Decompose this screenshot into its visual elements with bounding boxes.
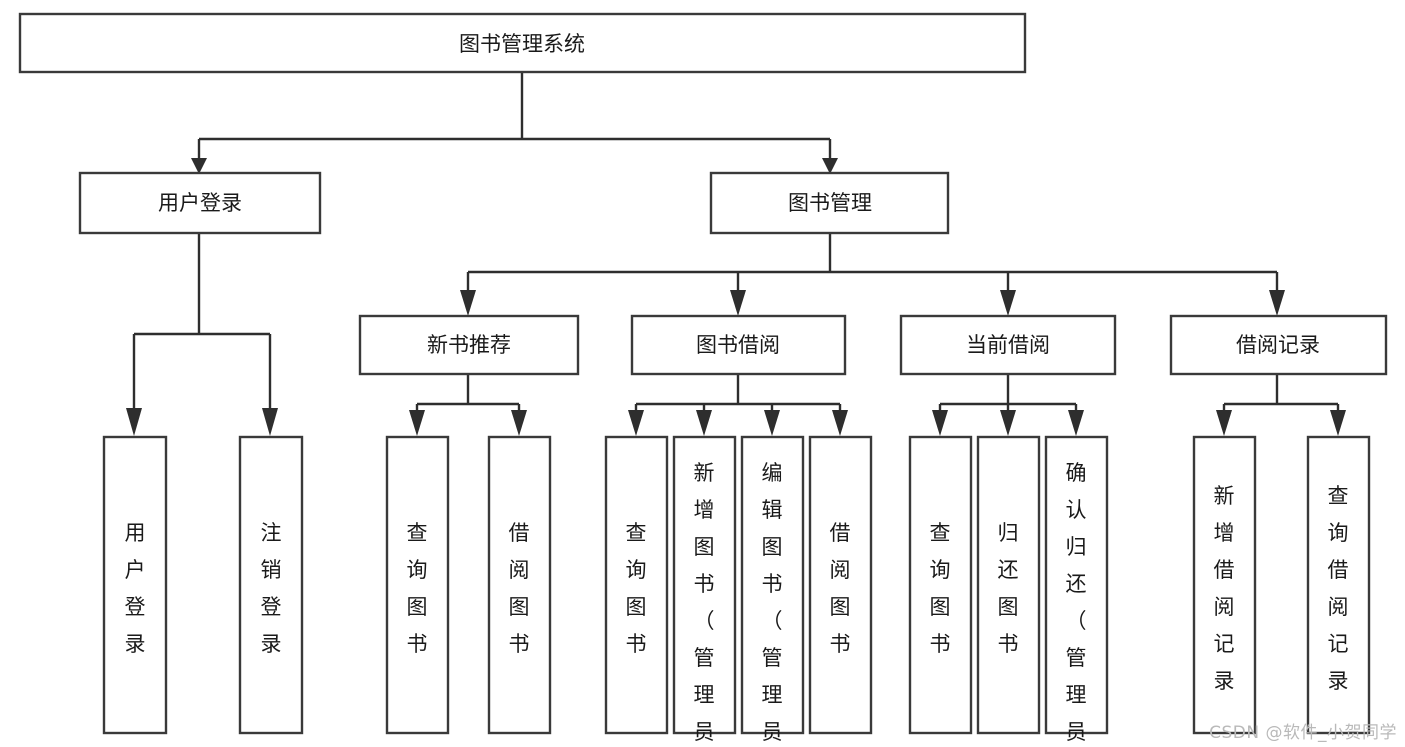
node-new-book-recommend[interactable]: 新书推荐 <box>358 314 580 376</box>
arrow-head-leaf-logout-login <box>262 408 278 436</box>
node-new-book-recommend-box[interactable] <box>358 314 580 376</box>
node-book-borrow-label: 图书借阅 <box>696 333 780 357</box>
node-leaf-user-login-box[interactable] <box>102 435 168 735</box>
node-leaf-add-borrow-record[interactable]: 新增借阅记录 <box>1192 435 1257 735</box>
node-leaf-query-book-1[interactable]: 查询图书 <box>385 435 450 735</box>
node-book-management-label: 图书管理 <box>788 191 872 215</box>
arrow-head-leaf-add-borrow-record <box>1216 410 1232 436</box>
arrow-head-book-borrow <box>730 290 746 316</box>
node-leaf-borrow-book-2-box[interactable] <box>808 435 873 735</box>
arrow-head-borrow-record <box>1269 290 1285 316</box>
arrow-head-current-borrow <box>1000 290 1016 316</box>
node-user-login[interactable]: 用户登录 <box>78 171 322 235</box>
node-book-borrow-box[interactable] <box>630 314 847 376</box>
connector-layer <box>126 72 1346 436</box>
node-leaf-borrow-book-1-box[interactable] <box>487 435 552 735</box>
arrow-head-leaf-query-book-2 <box>628 410 644 436</box>
node-book-borrow[interactable]: 图书借阅 <box>630 314 847 376</box>
node-current-borrow-box[interactable] <box>899 314 1117 376</box>
node-borrow-record-label: 借阅记录 <box>1236 333 1320 357</box>
node-root[interactable]: 图书管理系统 <box>18 12 1027 74</box>
node-user-login-box[interactable] <box>78 171 322 235</box>
arrow-head-leaf-query-book-1 <box>409 410 425 436</box>
node-leaf-confirm-return-admin-label: 确认归还（管理员） <box>1066 461 1087 747</box>
node-leaf-query-book-3[interactable]: 查询图书 <box>908 435 973 735</box>
arrow-head-leaf-return-book <box>1000 410 1016 436</box>
node-leaf-confirm-return-admin-box[interactable] <box>1044 435 1109 735</box>
csdn-watermark: CSDN @软件_小贺同学 <box>1209 723 1397 743</box>
node-leaf-add-borrow-record-label: 新增借阅记录 <box>1214 484 1235 693</box>
node-root-box[interactable] <box>18 12 1027 74</box>
node-root-label: 图书管理系统 <box>459 32 585 56</box>
node-leaf-query-book-1-label: 查询图书 <box>407 521 428 656</box>
node-leaf-edit-book-admin-box[interactable] <box>740 435 805 735</box>
node-book-management[interactable]: 图书管理 <box>709 171 950 235</box>
node-leaf-edit-book-admin[interactable]: 编辑图书（管理员） <box>740 435 805 747</box>
node-leaf-add-borrow-record-box[interactable] <box>1192 435 1257 735</box>
node-leaf-query-book-2[interactable]: 查询图书 <box>604 435 669 735</box>
node-leaf-return-book-box[interactable] <box>976 435 1041 735</box>
node-leaf-user-login[interactable]: 用户登录 <box>102 435 168 735</box>
arrow-head-leaf-query-borrow-record <box>1330 410 1346 436</box>
node-leaf-return-book-label: 归还图书 <box>998 521 1019 656</box>
node-leaf-add-book-admin-label: 新增图书（管理员） <box>694 461 715 747</box>
node-leaf-query-book-2-box[interactable] <box>604 435 669 735</box>
node-leaf-query-borrow-record-box[interactable] <box>1306 435 1371 735</box>
arrow-head-user-login <box>191 158 207 174</box>
node-borrow-record[interactable]: 借阅记录 <box>1169 314 1388 376</box>
arrow-head-book-management <box>822 158 838 174</box>
node-borrow-record-box[interactable] <box>1169 314 1388 376</box>
node-current-borrow[interactable]: 当前借阅 <box>899 314 1117 376</box>
node-leaf-add-book-admin[interactable]: 新增图书（管理员） <box>672 435 737 747</box>
node-leaf-query-book-1-box[interactable] <box>385 435 450 735</box>
arrow-head-leaf-borrow-book-2 <box>832 410 848 436</box>
node-leaf-query-book-3-label: 查询图书 <box>930 521 951 656</box>
node-new-book-recommend-label: 新书推荐 <box>427 333 511 357</box>
node-leaf-add-book-admin-box[interactable] <box>672 435 737 735</box>
arrow-head-leaf-edit-book-admin <box>764 410 780 436</box>
arrow-head-leaf-query-book-3 <box>932 410 948 436</box>
node-leaf-query-book-2-label: 查询图书 <box>626 521 647 656</box>
node-leaf-confirm-return-admin[interactable]: 确认归还（管理员） <box>1044 435 1109 747</box>
arrow-head-leaf-user-login <box>126 408 142 436</box>
node-leaf-query-book-3-box[interactable] <box>908 435 973 735</box>
arrow-head-leaf-confirm-return-admin <box>1068 410 1084 436</box>
node-user-login-label: 用户登录 <box>158 191 242 215</box>
node-leaf-logout-login[interactable]: 注销登录 <box>238 435 304 735</box>
node-leaf-user-login-label: 用户登录 <box>125 521 146 656</box>
node-book-management-box[interactable] <box>709 171 950 235</box>
node-leaf-borrow-book-2[interactable]: 借阅图书 <box>808 435 873 735</box>
node-leaf-borrow-book-1[interactable]: 借阅图书 <box>487 435 552 735</box>
arrow-head-leaf-add-book-admin <box>696 410 712 436</box>
node-leaf-edit-book-admin-label: 编辑图书（管理员） <box>762 461 783 747</box>
node-leaf-borrow-book-2-label: 借阅图书 <box>830 521 851 656</box>
node-leaf-borrow-book-1-label: 借阅图书 <box>509 521 530 656</box>
arrow-head-new-book-recommend <box>460 290 476 316</box>
node-leaf-logout-login-box[interactable] <box>238 435 304 735</box>
node-leaf-query-borrow-record[interactable]: 查询借阅记录 <box>1306 435 1371 735</box>
node-current-borrow-label: 当前借阅 <box>966 333 1050 357</box>
node-leaf-logout-login-label: 注销登录 <box>261 521 282 656</box>
node-leaf-query-borrow-record-label: 查询借阅记录 <box>1328 484 1349 693</box>
node-leaf-return-book[interactable]: 归还图书 <box>976 435 1041 735</box>
arrow-head-leaf-borrow-book-1 <box>511 410 527 436</box>
